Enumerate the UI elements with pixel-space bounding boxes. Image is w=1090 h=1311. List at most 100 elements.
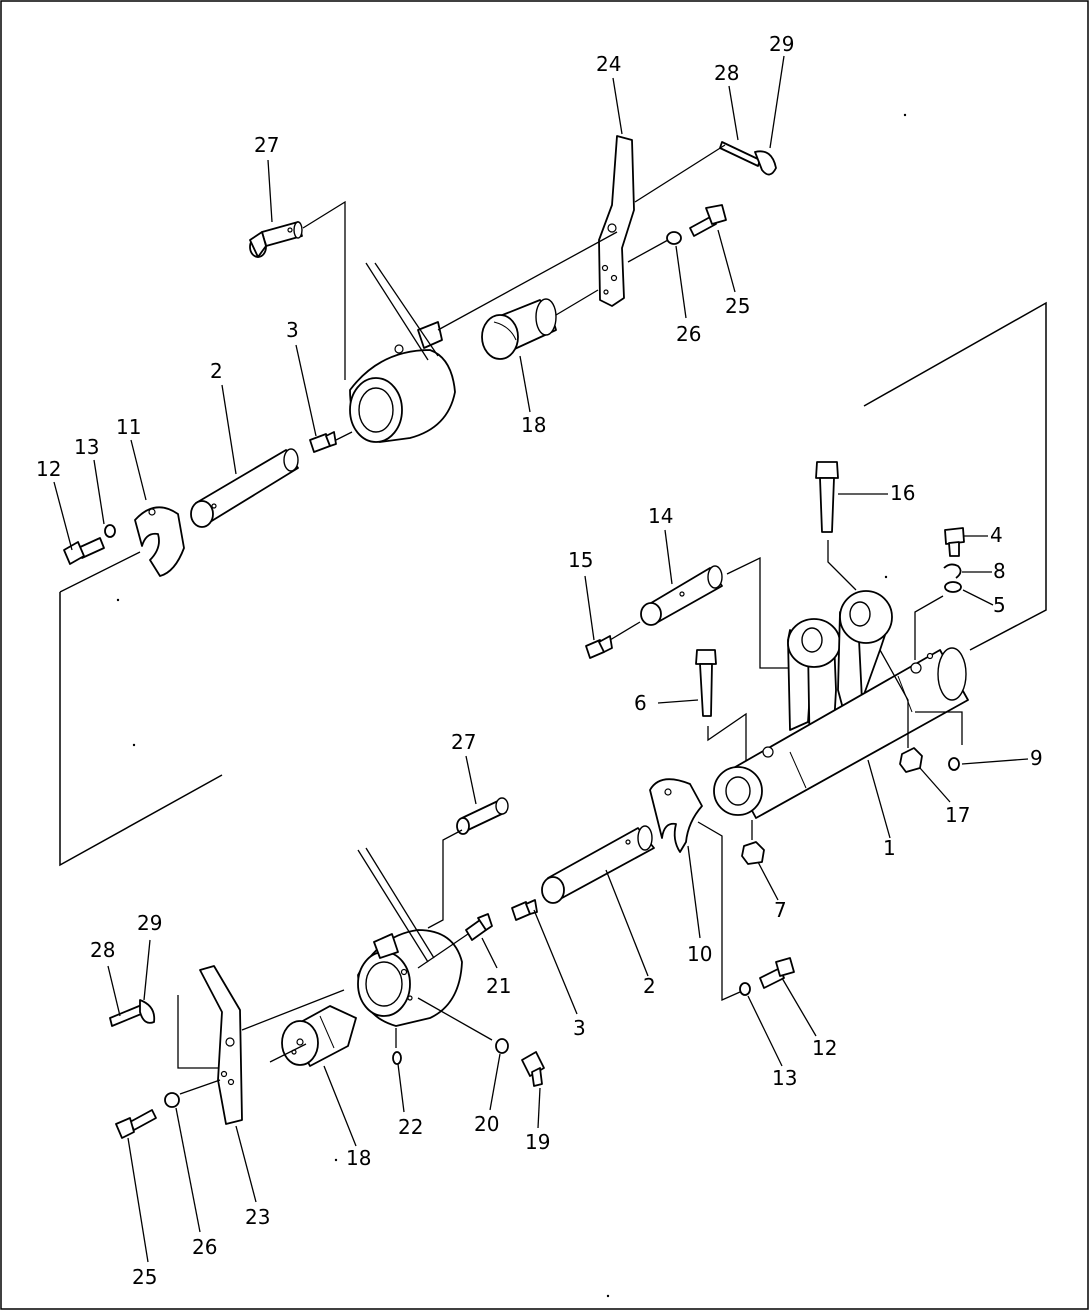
callout-25-bottom: 25: [132, 1265, 157, 1289]
part-3-fitting-top: [309, 431, 337, 453]
part-housing-bottom: [357, 929, 463, 1027]
callout-1: 1: [883, 836, 896, 860]
guide-26-bottom: [179, 1079, 221, 1095]
guide-18-bottom: [269, 1043, 307, 1063]
callout-17: 17: [945, 803, 970, 827]
part-25-bolt-top: [689, 204, 727, 237]
part-24-lever-plate: [598, 135, 635, 307]
callout-27-bottom: 27: [451, 730, 476, 754]
part-19-bolt: [521, 1051, 545, 1087]
guide-11: [59, 551, 141, 593]
guide-5: [914, 595, 944, 660]
callout-18-top: 18: [521, 413, 546, 437]
callout-9: 9: [1030, 746, 1043, 770]
guide-15: [609, 621, 641, 641]
part-12-bolt-bottom: [759, 957, 795, 989]
arm-top-right: [374, 262, 439, 357]
part-28-29-clip-bottom: [109, 999, 156, 1027]
part-13-washer-bottom: [739, 982, 751, 996]
callout-3-top: 3: [286, 318, 299, 342]
part-13-washer-top: [104, 524, 116, 538]
part-18-bushing-bottom: [281, 1005, 357, 1067]
callout-18-bottom: 18: [346, 1146, 371, 1170]
callout-22: 22: [398, 1115, 423, 1139]
guide-10: [697, 821, 741, 1002]
part-23-lever-plate: [199, 965, 243, 1125]
arm-bottom-left: [357, 849, 429, 963]
guide-3-top: [335, 431, 353, 441]
part-6-bolt: [695, 649, 717, 717]
callout-21: 21: [486, 974, 511, 998]
part-3-fitting-bottom: [511, 899, 538, 921]
part-27-pin-bottom: [456, 797, 509, 835]
part-28-29-clip-top: [719, 141, 777, 176]
guide-26-top: [627, 239, 669, 263]
guide-9: [915, 711, 963, 745]
callout-13-top: 13: [74, 435, 99, 459]
callout-29-top: 29: [769, 32, 794, 56]
leader-lines: [53, 55, 1029, 1263]
guide-plate-bottom: [241, 989, 345, 1031]
callout-26-top: 26: [676, 322, 701, 346]
callout-16: 16: [890, 481, 915, 505]
callout-5: 5: [993, 593, 1006, 617]
part-17-nut: [899, 747, 923, 773]
callout-12-top: 12: [36, 457, 61, 481]
guide-left-vertical: [59, 592, 223, 867]
callout-15: 15: [568, 548, 593, 572]
callout-24: 24: [596, 52, 621, 76]
part-11-bracket: [134, 506, 185, 577]
part-10-bracket: [649, 778, 703, 853]
guide-right-vertical: [863, 301, 1047, 651]
guide-28-bottom: [177, 995, 218, 1069]
callout-13-bottom: 13: [772, 1066, 797, 1090]
callout-19: 19: [525, 1130, 550, 1154]
callout-20: 20: [474, 1112, 499, 1136]
scan-speckles: [116, 113, 907, 1298]
guide-27-top: [302, 200, 346, 380]
part-15-fitting: [585, 635, 613, 659]
guide-16: [827, 540, 857, 591]
callout-3-bottom: 3: [573, 1016, 586, 1040]
guide-17: [879, 649, 909, 748]
part-4-bolt: [944, 527, 965, 557]
part-21-fitting: [465, 913, 493, 941]
callout-10: 10: [687, 942, 712, 966]
part-2-pin-top: [190, 448, 299, 528]
guide-27-bottom: [427, 829, 463, 929]
guide-6: [707, 712, 758, 763]
callout-28-bottom: 28: [90, 938, 115, 962]
part-5-washer: [944, 581, 962, 593]
callout-28-top: 28: [714, 61, 739, 85]
part-25-bolt-bottom: [115, 1109, 157, 1139]
callout-labels: 29 24 28 27 25 26 3 2 18 11 13 12 16 14 …: [36, 32, 1043, 1289]
callout-25-top: 25: [725, 294, 750, 318]
part-20-washer: [495, 1038, 509, 1054]
callout-26-bottom: 26: [192, 1235, 217, 1259]
callout-2-top: 2: [210, 359, 223, 383]
callout-6: 6: [634, 691, 647, 715]
part-9-ball: [948, 757, 960, 771]
part-27-pin-top: [249, 221, 303, 258]
part-1-shaft: [713, 590, 969, 819]
callout-8: 8: [993, 559, 1006, 583]
part-26-washer-bottom: [164, 1092, 180, 1108]
part-12-bolt-top: [63, 537, 105, 565]
callout-14: 14: [648, 504, 673, 528]
part-22-pin: [392, 1051, 402, 1065]
part-7-nut: [741, 841, 765, 865]
part-14-pin: [640, 565, 723, 626]
part-26-washer-top: [666, 231, 682, 245]
callout-4: 4: [990, 523, 1003, 547]
part-housing-top: [349, 321, 456, 443]
part-2-pin-bottom: [541, 825, 655, 904]
guide-21: [417, 933, 469, 969]
guide-20: [417, 997, 493, 1041]
callout-23: 23: [245, 1205, 270, 1229]
guide-14: [726, 556, 790, 669]
part-16-bolt: [815, 461, 839, 533]
part-8-lock-washer: [943, 563, 962, 579]
